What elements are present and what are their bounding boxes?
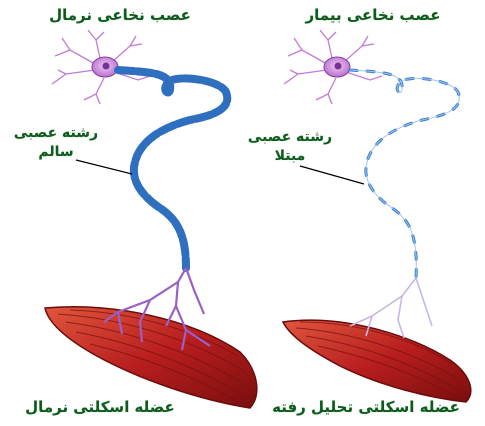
diseased-axon-core	[350, 70, 459, 278]
normal-nerve-fiber-pointer	[76, 160, 132, 174]
diseased-nerve-fiber-pointer	[300, 166, 364, 184]
normal-axon-myelin	[118, 70, 227, 268]
normal-muscle	[45, 307, 257, 408]
healthy-fiber-line1: رشته عصبی	[2, 124, 110, 143]
atrophied-skeletal-muscle-label: عضله اسکلتی تحلیل رفته	[250, 398, 482, 416]
normal-skeletal-muscle-label: عضله اسکلتی نرمال	[0, 398, 200, 416]
affected-fiber-line1: رشته عصبی	[236, 128, 344, 147]
healthy-fiber-line2: سالم	[2, 143, 110, 162]
affected-fiber-line2: مبتلا	[236, 147, 344, 166]
atrophied-muscle	[283, 320, 471, 402]
diseased-spinal-nerve-title: عصب نخاعی بیمار	[268, 6, 478, 24]
affected-nerve-fiber-label: رشته عصبی مبتلا	[236, 128, 344, 166]
normal-spinal-nerve-title: عصب نخاعی نرمال	[20, 6, 220, 24]
healthy-nerve-fiber-label: رشته عصبی سالم	[2, 124, 110, 162]
